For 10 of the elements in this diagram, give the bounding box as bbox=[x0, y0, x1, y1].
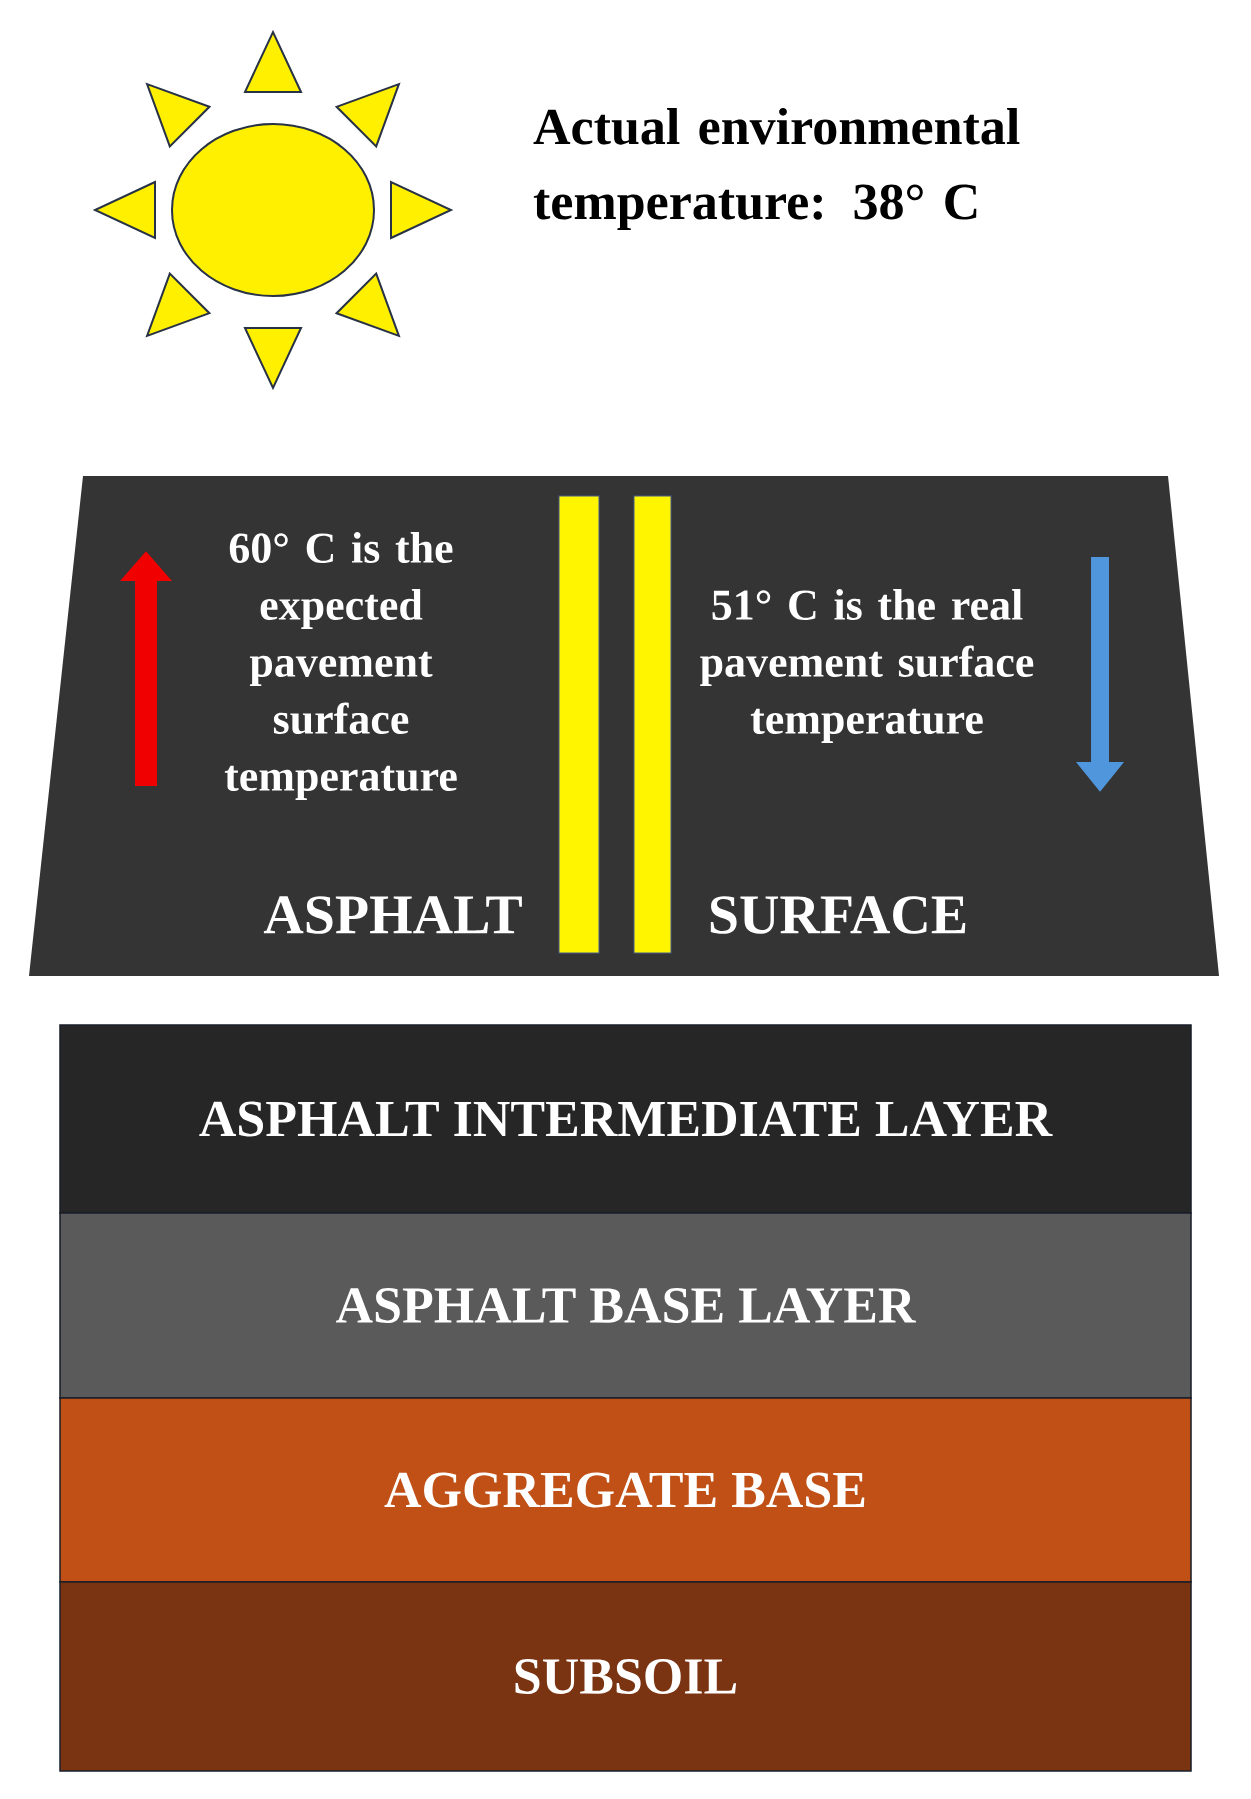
layer-band: ASPHALT INTERMEDIATE LAYER bbox=[59, 1024, 1192, 1214]
layer-band: AGGREGATE BASE bbox=[59, 1397, 1192, 1583]
caption-text: 51° C is the real pavement surface temperature bbox=[700, 589, 1034, 743]
caption-text: 60° C is the expected pavement surface temperature bbox=[224, 532, 457, 800]
surface-label: SURFACE bbox=[710, 896, 966, 934]
road-surface bbox=[29, 476, 1219, 976]
layer-band: ASPHALT BASE LAYER bbox=[59, 1212, 1192, 1399]
surface-label: ASPHALT bbox=[263, 896, 522, 934]
layer-band: SUBSOIL bbox=[59, 1581, 1192, 1772]
heading-text: Actual environmental temperature: 38° C bbox=[533, 107, 1020, 231]
